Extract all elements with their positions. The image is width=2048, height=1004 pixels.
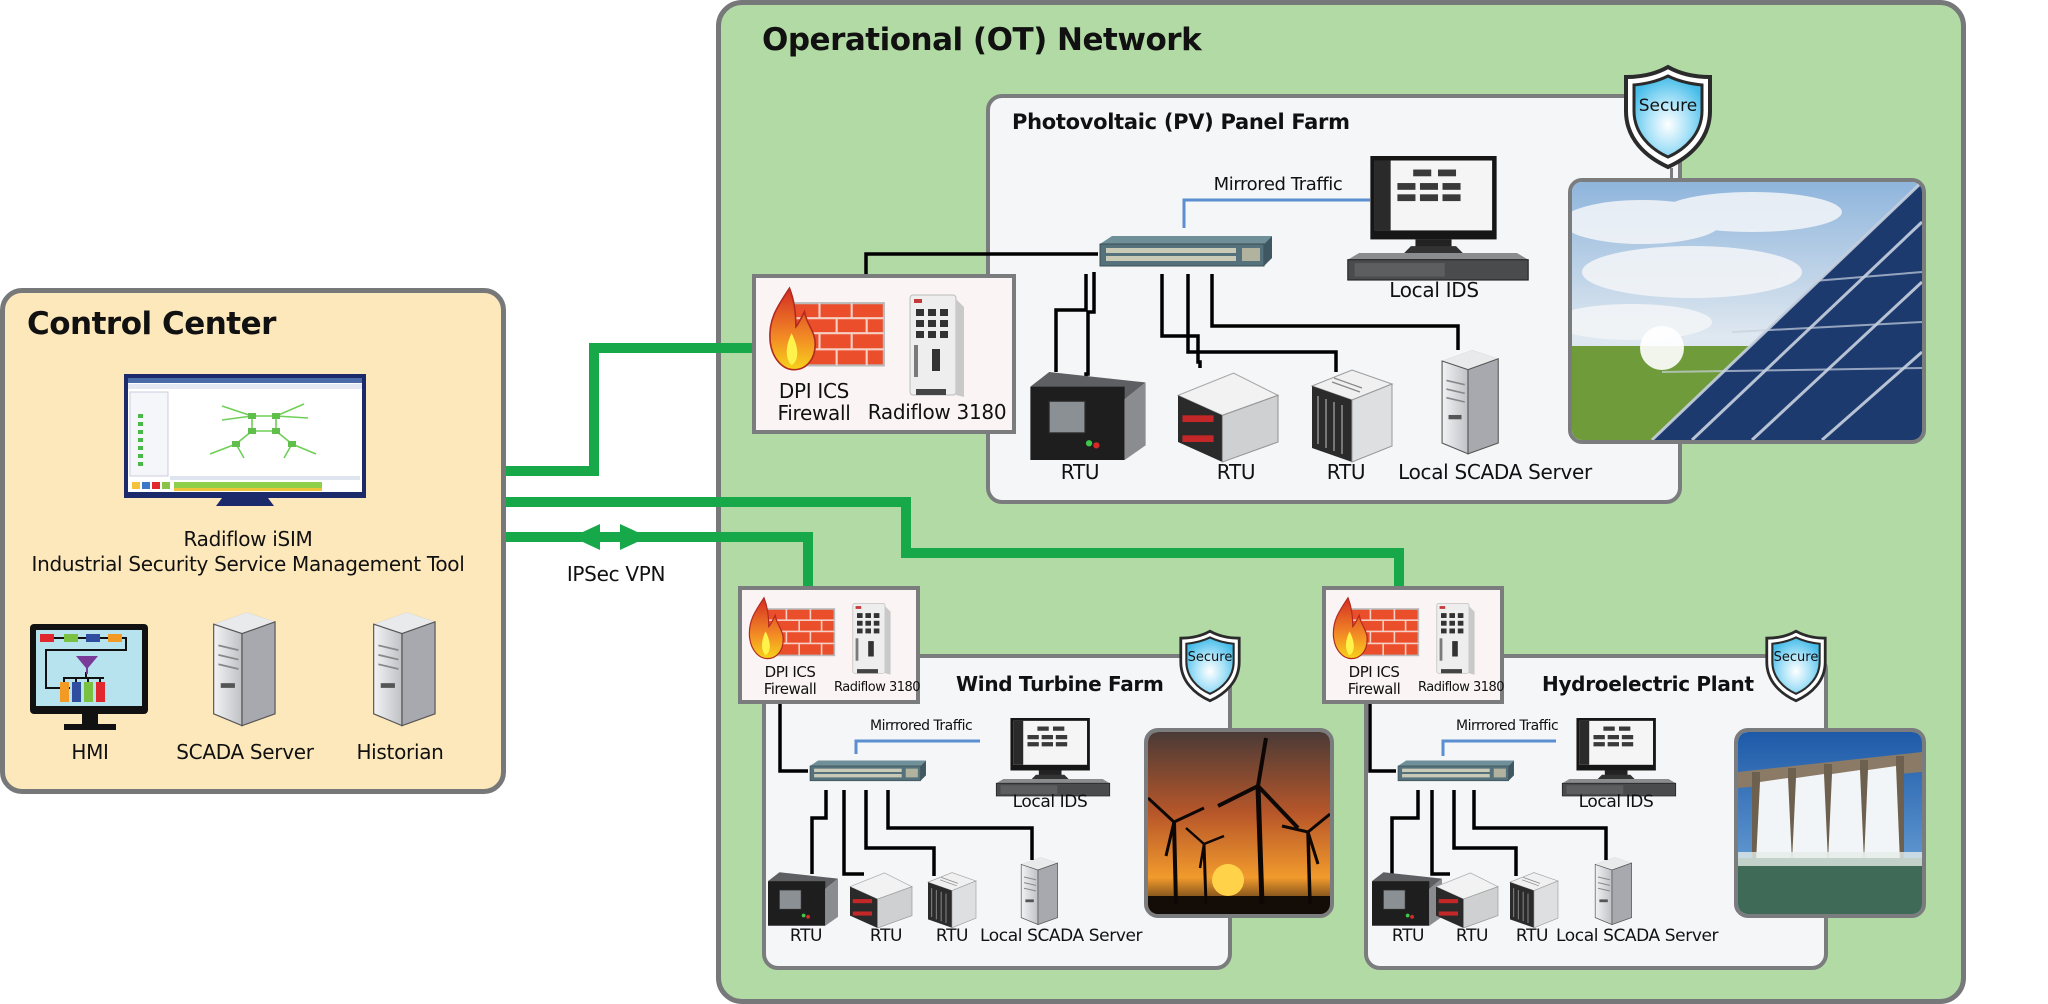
hydro-rtu-2-icon[interactable] [1435, 866, 1499, 929]
hydro-dam-photo [1734, 728, 1926, 918]
wind-secure-badge: Secure [1187, 650, 1233, 665]
site-wind-title: Wind Turbine Farm [956, 672, 1164, 696]
hydro-radiflow-3180-label: Radiflow 3180 [1418, 680, 1505, 695]
pv-firewall-label: DPI ICS Firewall [764, 380, 864, 424]
isim-monitor-icon[interactable] [124, 374, 366, 506]
wind-firewall-label: DPI ICS Firewall [750, 664, 830, 698]
pv-solar-photo [1568, 178, 1926, 444]
hydro-mirror-label: Mirrrored Traffic [1456, 718, 1559, 734]
hydro-rtu-1-icon[interactable] [1371, 871, 1443, 927]
wind-secure-shield-icon: Secure [1178, 628, 1242, 704]
wind-mirror-line [854, 739, 980, 754]
hmi-label: HMI [71, 740, 109, 764]
hydro-firewall-icon[interactable] [1332, 596, 1420, 662]
hydro-radiflow-3180-icon[interactable] [1434, 600, 1476, 678]
isim-label-name: Radiflow iSIM [183, 527, 313, 551]
wind-local-scada-label: Local SCADA Server [980, 926, 1143, 946]
hydro-mirror-line [1441, 739, 1556, 756]
wind-rtu-1-label: RTU [789, 926, 823, 946]
hydro-rtu-2-label: RTU [1455, 926, 1489, 946]
isim-label-description: Industrial Security Service Management T… [31, 552, 465, 576]
site-pv-title: Photovoltaic (PV) Panel Farm [1012, 110, 1350, 134]
hydro-ids-label: Local IDS [1578, 792, 1654, 812]
hydro-firewall-label-line1: DPI ICS [1348, 663, 1400, 681]
vpn-label: IPSec VPN [566, 562, 666, 586]
pv-mirror-line [1182, 198, 1370, 228]
pv-secure-shield-icon: Secure [1622, 62, 1714, 172]
vpn-arrows-icon [572, 524, 648, 550]
pv-ids-label: Local IDS [1389, 278, 1479, 302]
pv-firewall-label-line1: DPI ICS [778, 379, 850, 403]
hydro-secure-badge: Secure [1773, 650, 1819, 665]
wan-link-hydro [506, 497, 1404, 588]
wind-rtu-3-label: RTU [935, 926, 969, 946]
hydro-local-scada-label: Local SCADA Server [1556, 926, 1719, 946]
hydro-rtu-1-label: RTU [1391, 926, 1425, 946]
wind-rtu-2-label: RTU [869, 926, 903, 946]
hmi-icon[interactable] [30, 624, 150, 732]
ot-network-title: Operational (OT) Network [762, 22, 1202, 58]
hydro-switch-icon[interactable] [1394, 756, 1518, 788]
wind-turbine-photo [1144, 728, 1334, 918]
hydro-ids-icon[interactable] [1560, 717, 1678, 797]
hydro-secure-shield-icon: Secure [1764, 628, 1828, 704]
control-center-title: Control Center [27, 306, 276, 342]
pv-mirror-label: Mirrored Traffic [1213, 174, 1343, 195]
wind-firewall-label-line2: Firewall [763, 680, 817, 698]
wan-link-wind [506, 532, 813, 592]
pv-rtu-1-label: RTU [1060, 460, 1100, 484]
site-hydro-title: Hydroelectric Plant [1542, 672, 1754, 696]
hydro-firewall-label: DPI ICS Firewall [1334, 664, 1414, 698]
pv-rtu-2-label: RTU [1216, 460, 1256, 484]
pv-shield-connector [1670, 168, 1673, 180]
scada-server-label: SCADA Server [176, 740, 314, 764]
wind-mirror-label: Mirrrored Traffic [870, 718, 973, 734]
hydro-local-scada-icon[interactable] [1588, 856, 1636, 926]
pv-secure-badge: Secure [1638, 96, 1698, 116]
hydro-firewall-label-line2: Firewall [1347, 680, 1401, 698]
hydro-rtu-3-label: RTU [1515, 926, 1549, 946]
wind-ids-label: Local IDS [1012, 792, 1088, 812]
wind-firewall-label-line1: DPI ICS [764, 663, 816, 681]
pv-radiflow-3180-label: Radiflow 3180 [867, 400, 1007, 424]
pv-rtu-3-label: RTU [1326, 460, 1366, 484]
pv-local-scada-label: Local SCADA Server [1398, 460, 1592, 484]
pv-firewall-label-line2: Firewall [777, 401, 851, 425]
hydro-rtu-3-icon[interactable] [1509, 870, 1559, 929]
wan-link-pv [506, 343, 760, 476]
historian-label: Historian [356, 740, 444, 764]
wind-radiflow-3180-label: Radiflow 3180 [834, 680, 921, 695]
